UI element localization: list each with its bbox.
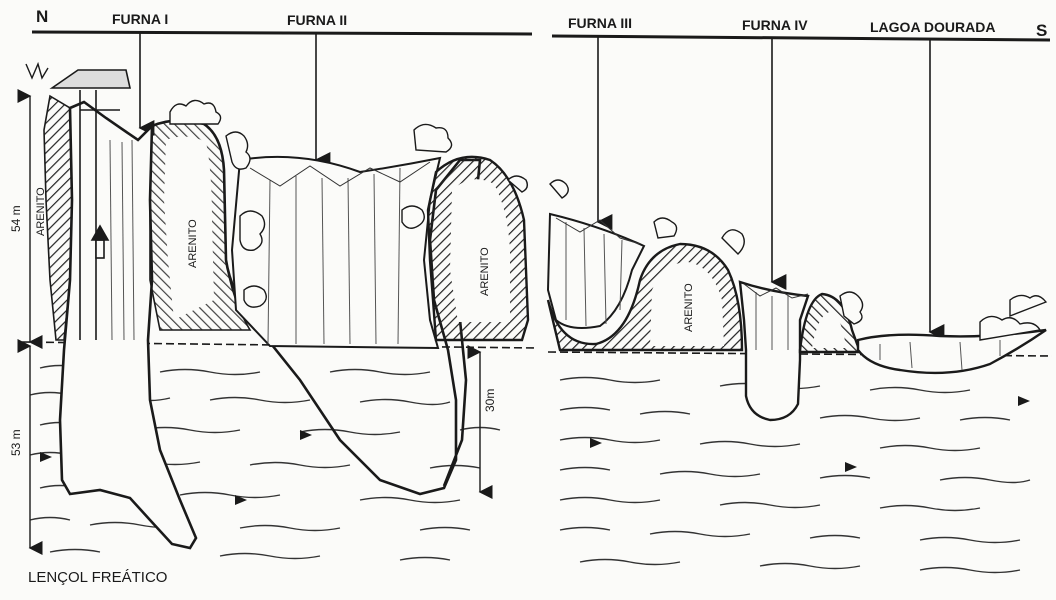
north-label: N [36, 7, 48, 26]
lagoa-lines [879, 340, 1001, 371]
furna-2-streaks [267, 167, 401, 345]
vegetation-right [549, 179, 1048, 341]
furna-2-rim-trusses [249, 161, 431, 187]
knob-4-inner [812, 312, 846, 348]
south-label: S [1036, 21, 1047, 40]
furna-1-streaks [109, 139, 135, 341]
arenito-left-label: ARENITO [35, 187, 47, 236]
observation-tower [49, 69, 131, 340]
flow-arrows [40, 396, 1030, 505]
water-table-label: LENÇOL FREÁTICO [28, 569, 167, 586]
furna-2-label: FURNA II [287, 12, 347, 28]
pillar-2-inner [450, 179, 510, 322]
dimension-30m-label: 30m [483, 389, 497, 412]
furna-4-cavity [738, 280, 810, 422]
feature-pointers [138, 32, 945, 340]
dimension-54m-label: 54 m [9, 205, 23, 232]
furna-3-label: FURNA III [568, 15, 632, 31]
furna-4-rim [743, 283, 809, 299]
left-rock-wall [43, 94, 73, 341]
lagoa-dourada-basin [856, 328, 1047, 375]
vegetation-left [25, 61, 529, 308]
top-reference-lines [31, 30, 1051, 42]
arenito-pillar-2-label: ARENITO [479, 247, 491, 296]
furna-4-streaks [755, 292, 789, 350]
furna-3-streaks [565, 222, 623, 327]
pillar-1-inner [164, 136, 214, 320]
furna-3-rim [555, 217, 641, 245]
lagoa-dourada-label: LAGOA DOURADA [870, 19, 995, 35]
dimension-53m-label: 53 m [9, 429, 23, 456]
furna-4-label: FURNA IV [742, 17, 808, 33]
mound-3-inner [650, 262, 724, 346]
furna-1-label: FURNA I [112, 11, 168, 27]
arenito-mound-3-label: ARENITO [683, 283, 695, 332]
furna-2-cavity [230, 155, 442, 350]
arenito-pillar-1-label: ARENITO [187, 219, 199, 268]
furna-1-cavity [58, 100, 198, 550]
